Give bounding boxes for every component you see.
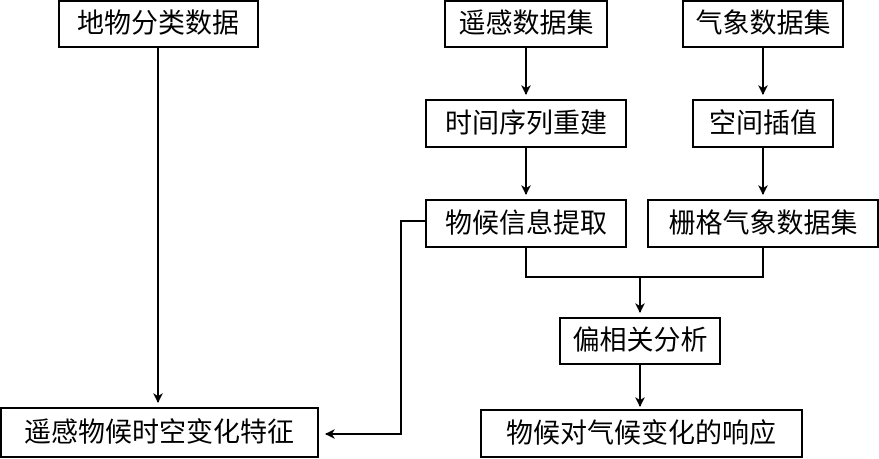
node-landcover: 地物分类数据 (58, 0, 259, 48)
node-label: 栅格气象数据集 (669, 209, 858, 240)
node-rs-dataset: 遥感数据集 (444, 0, 608, 48)
edge-gridmet-merge (640, 247, 764, 278)
node-phenology-extract: 物候信息提取 (425, 199, 627, 248)
node-label: 物候对气候变化的响应 (506, 419, 776, 450)
node-label: 偏相关分析 (573, 326, 708, 357)
node-climate-response: 物候对气候变化的响应 (480, 409, 803, 458)
node-spatial-interp: 空间插值 (692, 99, 834, 148)
node-label: 气象数据集 (696, 9, 831, 40)
node-label: 物候信息提取 (445, 209, 607, 240)
node-label: 遥感数据集 (459, 9, 594, 40)
edge-phenology-merge (525, 247, 640, 278)
node-grid-met: 栅格气象数据集 (647, 199, 879, 248)
node-ts-reconstruction: 时间序列重建 (425, 99, 627, 148)
node-label: 时间序列重建 (445, 109, 607, 140)
node-partial-corr: 偏相关分析 (559, 317, 721, 365)
node-spatiotemporal: 遥感物候时空变化特征 (0, 407, 319, 458)
node-label: 空间插值 (709, 109, 817, 140)
node-label: 地物分类数据 (77, 9, 239, 40)
edges (153, 47, 768, 439)
node-label: 遥感物候时空变化特征 (24, 418, 294, 449)
edge-phenology-to-spatiotemporal (325, 220, 426, 439)
node-met-dataset: 气象数据集 (682, 0, 844, 48)
